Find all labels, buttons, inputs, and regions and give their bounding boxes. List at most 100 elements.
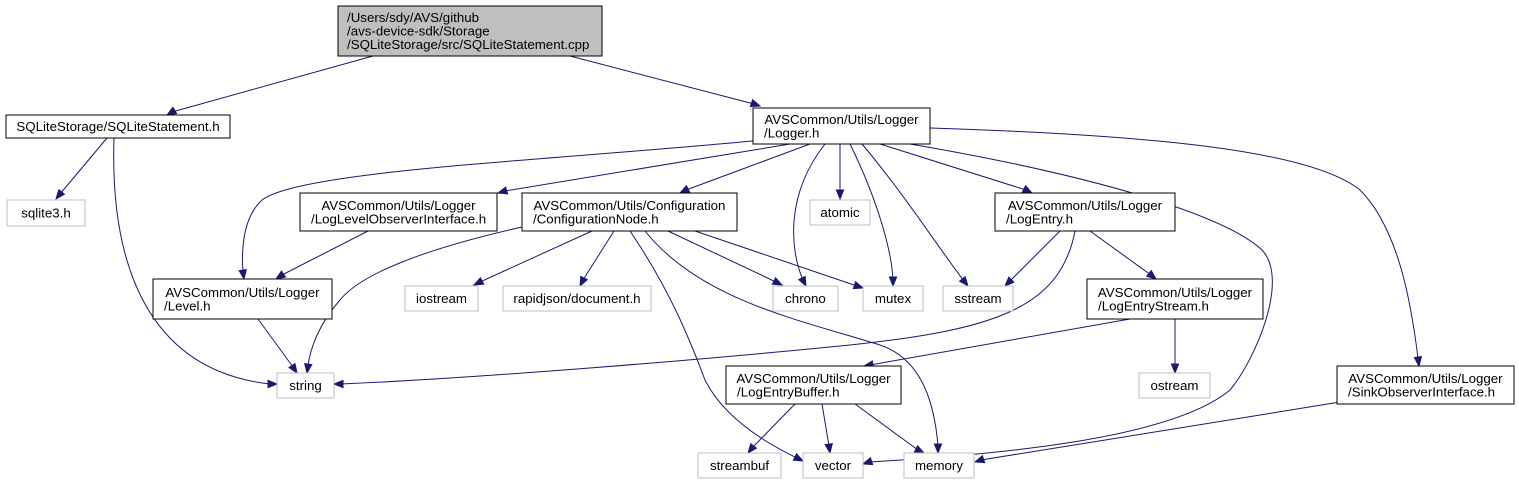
node-label-line: AVSCommon/Utils/Logger (321, 198, 476, 213)
edge-line (667, 230, 777, 283)
nodes-layer: /Users/sdy/AVS/github/avs-device-sdk/Sto… (5, 5, 1515, 479)
edge-line (644, 230, 939, 447)
edge-line (59, 137, 108, 195)
node-rapidjson-document-h: rapidjson/document.h (502, 285, 652, 312)
edge-root-to-logger_h (569, 55, 762, 108)
node-log-level-observer-h[interactable]: AVSCommon/Utils/Logger/LogLevelObserverI… (299, 192, 498, 232)
edge-log_entry_stream_h-to-log_entry_buffer_h (862, 318, 1131, 369)
edge-arrowhead (861, 456, 874, 466)
edge-sqlite_statement_h-to-string (113, 137, 279, 389)
edge-arrowhead (747, 442, 758, 455)
node-label-line: sstream (954, 291, 1001, 306)
edge-configuration_node_h-to-memory (644, 230, 943, 455)
node-level-h[interactable]: AVSCommon/Utils/Logger/Level.h (152, 278, 333, 320)
node-chrono: chrono (772, 285, 839, 312)
edge-line (1089, 230, 1152, 276)
edge-line (113, 137, 271, 385)
node-configuration-node-h[interactable]: AVSCommon/Utils/Configuration/Configurat… (521, 192, 738, 232)
node-label-line: /LogEntryStream.h (1098, 298, 1209, 313)
node-label-line: AVSCommon/Utils/Logger (764, 112, 919, 127)
node-label-line: atomic (820, 205, 860, 220)
edge-arrowhead (835, 189, 845, 201)
edge-line (879, 143, 1027, 191)
edge-logger_h-to-sstream (861, 143, 969, 288)
node-label-line: chrono (785, 291, 826, 306)
edge-arrowhead (771, 276, 784, 286)
edge-configuration_node_h-to-string (304, 226, 523, 375)
edge-arrowhead (792, 452, 805, 462)
edge-line (629, 230, 798, 459)
edge-configuration_node_h-to-rapidjson_document_h (579, 230, 615, 288)
node-box (521, 192, 738, 232)
edge-arrowhead (1413, 356, 1423, 368)
node-log-entry-buffer-h[interactable]: AVSCommon/Utils/Logger/LogEntryBuffer.h (725, 365, 902, 405)
edge-logger_h-to-configuration_node_h (678, 143, 811, 194)
edge-logger_h-to-chrono (793, 143, 826, 288)
node-box (752, 107, 931, 145)
node-string: string (276, 372, 335, 399)
node-box (942, 285, 1014, 312)
edge-log_entry_h-to-string (332, 230, 1076, 389)
node-label-line: /SinkObserverInterface.h (1348, 384, 1495, 399)
edge-arrowhead (1170, 363, 1180, 375)
node-box (1086, 278, 1264, 320)
edge-log_entry_buffer_h-to-vector (821, 403, 833, 455)
edge-configuration_node_h-to-chrono (667, 230, 784, 286)
node-label-line: iostream (416, 291, 467, 306)
edge-line (694, 230, 858, 287)
node-vector: vector (802, 452, 864, 479)
node-sqlite-statement-h[interactable]: SQLiteStorage/SQLiteStatement.h (5, 114, 231, 139)
node-log-entry-h[interactable]: AVSCommon/Utils/Logger/LogEntry.h (994, 192, 1176, 232)
node-label-line: /SQLiteStorage/src/SQLiteStatement.cpp (347, 37, 589, 52)
edge-arrowhead (496, 186, 509, 195)
edge-log_entry_buffer_h-to-memory (854, 403, 926, 454)
edge-line (281, 230, 369, 276)
edge-logger_h-to-atomic (835, 144, 845, 201)
edge-configuration_node_h-to-iostream (472, 230, 593, 286)
node-root: /Users/sdy/AVS/github/avs-device-sdk/Sto… (337, 5, 603, 57)
edge-arrowhead (749, 98, 762, 108)
node-log-entry-stream-h[interactable]: AVSCommon/Utils/Logger/LogEntryStream.h (1086, 278, 1264, 320)
node-label-line: sqlite3.h (21, 206, 71, 221)
edge-line (504, 143, 791, 192)
node-ostream: ostream (1138, 372, 1211, 399)
edge-arrowhead (888, 276, 898, 288)
node-box (772, 285, 839, 312)
edge-line (340, 230, 1076, 385)
node-atomic: atomic (809, 199, 871, 226)
node-label-line: AVSCommon/Utils/Logger (1098, 285, 1253, 300)
edge-level_h-to-string (257, 318, 298, 375)
node-box (6, 199, 86, 227)
node-label-line: ostream (1150, 378, 1198, 393)
node-box (404, 285, 479, 312)
edge-logger_h-to-mutex (849, 143, 898, 288)
edge-arrowhead (1021, 184, 1034, 194)
edge-arrowhead (267, 379, 279, 389)
edge-arrowhead (304, 362, 313, 375)
edge-log_entry_stream_h-to-ostream (1170, 319, 1180, 375)
edge-arrowhead (913, 444, 926, 454)
node-streambuf: streambuf (697, 452, 782, 479)
node-label-line: string (289, 378, 322, 393)
node-box (276, 372, 335, 399)
edge-sqlite_statement_h-to-sqlite3_h (55, 137, 108, 201)
edge-arrowhead (1145, 269, 1158, 280)
node-label-line: rapidjson/document.h (513, 291, 640, 306)
node-box (5, 114, 231, 139)
node-label-line: AVSCommon/Utils/Logger (736, 371, 891, 386)
edge-line (307, 226, 523, 367)
edge-log_level_observer_h-to-level_h (274, 230, 369, 280)
edge-line (685, 143, 811, 191)
node-logger-h[interactable]: AVSCommon/Utils/Logger/Logger.h (752, 107, 931, 145)
edge-arrowhead (797, 275, 807, 288)
edge-arrowhead (1004, 276, 1015, 287)
node-label-line: AVSCommon/Utils/Logger (165, 285, 320, 300)
node-box (903, 452, 975, 479)
edge-line (861, 143, 965, 282)
edge-line (980, 401, 1341, 461)
node-sink-observer-h[interactable]: AVSCommon/Utils/Logger/SinkObserverInter… (1336, 365, 1515, 405)
node-box (502, 285, 652, 312)
node-label-line: /Users/sdy/AVS/github (347, 10, 479, 25)
edge-arrowhead (933, 443, 943, 455)
edge-arrowhead (973, 454, 986, 464)
